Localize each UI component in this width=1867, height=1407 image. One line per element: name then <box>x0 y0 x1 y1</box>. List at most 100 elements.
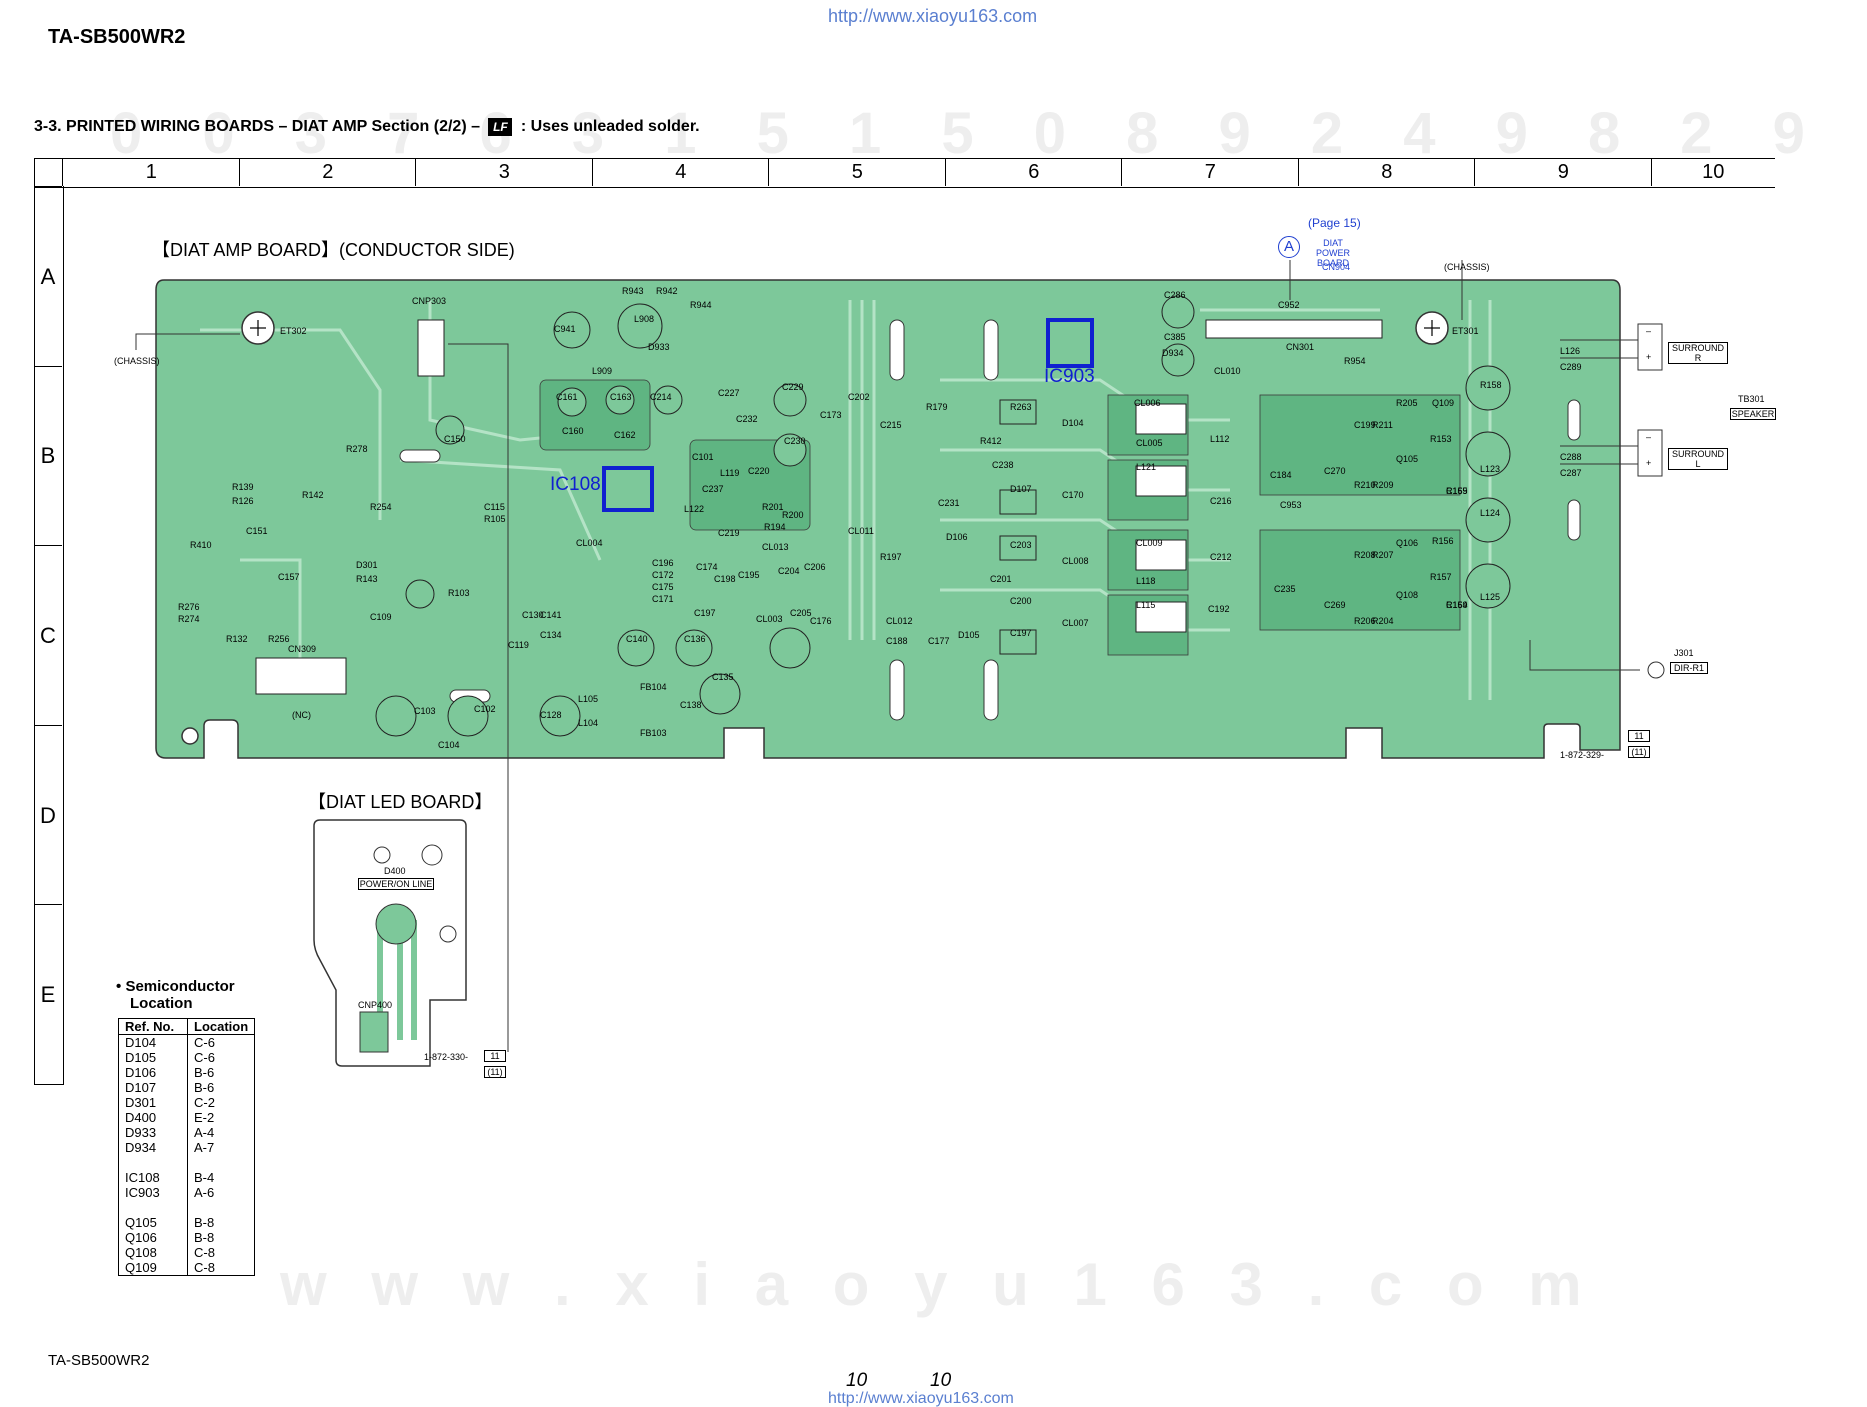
grid-frame <box>34 158 1775 188</box>
location-cell: B-6 <box>194 1065 215 1080</box>
ic903-highlight[interactable] <box>1046 318 1094 368</box>
component-label-l125: L125 <box>1480 592 1501 602</box>
component-label-c184: C184 <box>1270 470 1292 480</box>
ref-cell: D934 <box>119 1140 188 1155</box>
location-cell <box>188 1200 255 1215</box>
footer-model: TA-SB500WR2 <box>48 1352 150 1369</box>
component-label-c229: C229 <box>782 382 804 392</box>
component-label-c109: C109 <box>370 612 392 622</box>
component-label-c172: C172 <box>652 570 674 580</box>
ref-cell: D105 <box>119 1050 188 1065</box>
component-label-c199: C199 <box>1354 420 1376 430</box>
component-label-r274: R274 <box>178 614 200 624</box>
ic903-label: IC903 <box>1044 366 1095 387</box>
section-title: 3-3. PRINTED WIRING BOARDS – DIAT AMP Se… <box>34 118 700 136</box>
component-label-r139: R139 <box>232 482 254 492</box>
component-label-r211: R211 <box>1372 420 1393 430</box>
component-label-c162: C162 <box>614 430 636 440</box>
watermark-digits: 0 0 3 7 6 3 1 5 1 5 0 8 9 2 4 9 8 2 9 9 <box>110 101 1867 166</box>
cnp400-label: CNP400 <box>358 1000 393 1010</box>
grid-row-A: A <box>34 186 62 366</box>
component-label-c952: C952 <box>1278 300 1300 310</box>
table-header-location: Location <box>187 1019 255 1035</box>
component-label-l909: L909 <box>592 366 613 376</box>
component-label-d104: D104 <box>1062 418 1084 428</box>
component-label-c188: C188 <box>886 636 908 646</box>
component-label-c200: C200 <box>1010 596 1032 606</box>
component-label-r206: R206 <box>1354 616 1376 626</box>
led-ref: 11 <box>484 1050 506 1062</box>
d400-label: D400 <box>384 866 406 876</box>
component-label-c206: C206 <box>804 562 826 572</box>
watermark-site: w w w . x i a o y u 1 6 3 . c o m <box>280 1251 1596 1318</box>
terminal-l-minus: – <box>1646 432 1652 442</box>
component-label-c173: C173 <box>820 410 842 420</box>
ref-cell <box>119 1155 188 1170</box>
component-label-r200: R200 <box>782 510 804 520</box>
ic108-highlight[interactable] <box>602 466 654 512</box>
component-label-c231: C231 <box>938 498 960 508</box>
component-label-r142: R142 <box>302 490 324 500</box>
component-label-c177: C177 <box>928 636 950 646</box>
footer-url[interactable]: http://www.xiaoyu163.com <box>828 1390 1014 1407</box>
component-label-cl003: CL003 <box>756 614 783 624</box>
component-label-c138: C138 <box>680 700 702 710</box>
component-label-d301: D301 <box>356 560 378 570</box>
location-cell: A-4 <box>194 1125 215 1140</box>
component-label-r208: R208 <box>1354 550 1376 560</box>
location-cell: E-2 <box>194 1110 215 1125</box>
component-label-c165: C165 <box>1446 486 1468 496</box>
location-cell: B-4 <box>194 1170 215 1185</box>
ref-cell: D106 <box>119 1065 188 1080</box>
component-label-r210: R210 <box>1354 480 1376 490</box>
et302-label: ET302 <box>280 326 307 336</box>
component-label-cl005: CL005 <box>1136 438 1163 448</box>
component-label-r942: R942 <box>656 286 678 296</box>
grid-column-7: 7 <box>1121 158 1299 186</box>
ref-cell: D107 <box>119 1080 188 1095</box>
semiconductor-title: Semiconductor <box>125 978 235 995</box>
connector-page[interactable]: (Page 15) <box>1308 216 1361 230</box>
component-label-c101: C101 <box>692 452 714 462</box>
component-label-c227: C227 <box>718 388 740 398</box>
amp-ref: 11 <box>1628 730 1650 742</box>
component-label-c140: C140 <box>626 634 648 644</box>
component-label-q108: Q108 <box>1396 590 1419 600</box>
component-label-d107: D107 <box>1010 484 1032 494</box>
component-label-c202: C202 <box>848 392 870 402</box>
cnp303-label: CNP303 <box>412 296 447 306</box>
amp-board-title: 【DIAT AMP BOARD】(CONDUCTOR SIDE) <box>152 240 515 260</box>
location-cell: C-2 <box>194 1095 215 1110</box>
location-cell: C-8 <box>194 1245 215 1260</box>
component-label-c270: C270 <box>1324 466 1346 476</box>
component-label-r143: R143 <box>356 574 378 584</box>
component-label-r132: R132 <box>226 634 248 644</box>
location-cell: B-8 <box>194 1230 215 1245</box>
connector-name: DIAT POWER BOARD <box>1315 238 1350 268</box>
component-label-r103: R103 <box>448 588 470 598</box>
speaker-label: SPEAKER <box>1730 408 1776 420</box>
component-label-c119: C119 <box>508 640 529 650</box>
component-label-r179: R179 <box>926 402 948 412</box>
component-label-l105: L105 <box>578 694 599 704</box>
component-label-c103: C103 <box>414 706 436 716</box>
component-label-r944: R944 <box>690 300 712 310</box>
component-label-c204: C204 <box>778 566 800 576</box>
connector-name2: CN904 <box>1322 262 1351 272</box>
component-label-c196: C196 <box>652 558 674 568</box>
led-ref2: (11) <box>484 1066 506 1078</box>
component-label-c174: C174 <box>696 562 718 572</box>
header-url[interactable]: http://www.xiaoyu163.com <box>828 6 1038 26</box>
component-label-cl011: CL011 <box>848 526 874 536</box>
grid-column-4: 4 <box>591 158 770 186</box>
nc-label: (NC) <box>292 710 311 720</box>
component-label-c201: C201 <box>990 574 1012 584</box>
table-row <box>119 1200 254 1215</box>
tb301-label: TB301 <box>1738 394 1765 404</box>
component-label-c215: C215 <box>880 420 902 430</box>
component-label-r207: R207 <box>1372 550 1394 560</box>
